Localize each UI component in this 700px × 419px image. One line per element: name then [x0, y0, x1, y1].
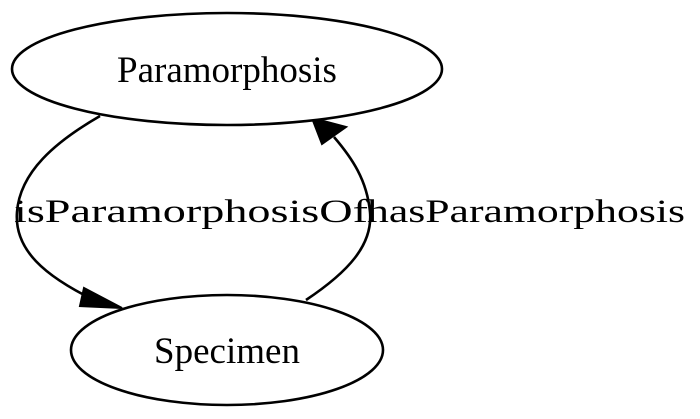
- node-specimen-shape: [69, 293, 385, 407]
- edge-has-paramorphosis-line: [305, 136, 372, 302]
- node-paramorphosis[interactable]: Paramorphosis: [10, 11, 444, 127]
- edge-has-paramorphosis-arrowhead: [310, 116, 349, 146]
- edge-is-paramorphosis-of-arrowhead: [78, 286, 123, 309]
- node-specimen-label: Specimen: [154, 331, 300, 372]
- edge-has-paramorphosis-label: hasParamorphosis: [367, 194, 685, 230]
- edge-has-paramorphosis: [305, 116, 372, 302]
- node-paramorphosis-shape: [10, 11, 444, 127]
- edge-is-paramorphosis-of-line: [15, 114, 101, 302]
- edge-is-paramorphosis-of: [15, 114, 123, 309]
- edge-is-paramorphosis-of-label: isParamorphosisOf: [14, 194, 368, 230]
- node-paramorphosis-label: Paramorphosis: [117, 50, 337, 91]
- node-specimen[interactable]: Specimen: [69, 293, 385, 407]
